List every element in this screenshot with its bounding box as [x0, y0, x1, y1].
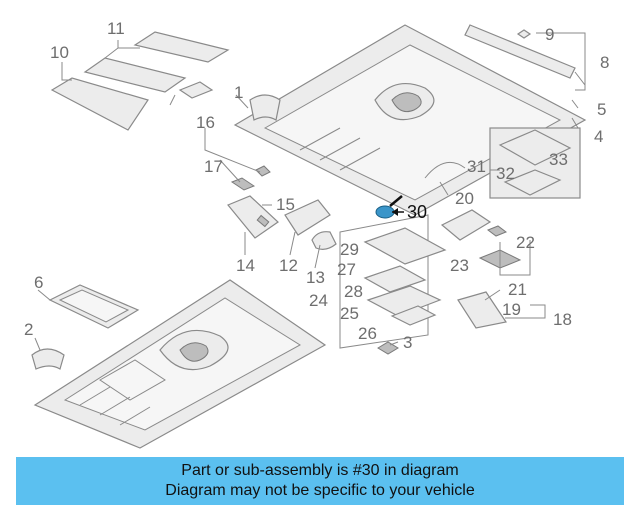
- callout-31: 31: [467, 157, 486, 176]
- callout-17: 17: [204, 157, 223, 176]
- callout-14: 14: [236, 256, 255, 275]
- callout-30: 30: [407, 202, 427, 222]
- info-banner: Part or sub-assembly is #30 in diagram D…: [16, 457, 624, 505]
- callout-26: 26: [358, 324, 377, 343]
- callout-1: 1: [234, 83, 243, 102]
- callout-12: 12: [279, 256, 298, 275]
- callout-22: 22: [516, 233, 535, 252]
- part-14-sun-visor: [227, 195, 279, 239]
- callout-27: 27: [337, 260, 356, 279]
- part-11-panel: [83, 57, 187, 93]
- part-13-vent: [311, 231, 337, 250]
- callout-28: 28: [344, 282, 363, 301]
- callout-18: 18: [553, 310, 572, 329]
- part-2-grab-handle: [31, 348, 65, 370]
- callout-21: 21: [508, 280, 527, 299]
- part-10-panel: [50, 77, 149, 131]
- banner-line-2: Diagram may not be specific to your vehi…: [165, 482, 475, 499]
- callout-19: 19: [502, 300, 521, 319]
- callout-16: 16: [196, 113, 215, 132]
- callout-29: 29: [340, 240, 359, 259]
- callout-25: 25: [340, 304, 359, 323]
- parts-diagram: 11 10 1 9 8 5 4 16 17 15 14 12 13 31 32 …: [24, 19, 609, 449]
- callout-20: 20: [455, 189, 474, 208]
- part-12-lamp: [284, 199, 331, 236]
- part-32-console: [498, 129, 572, 166]
- callout-10: 10: [50, 43, 69, 62]
- lower-headliner: [33, 279, 327, 449]
- callout-13: 13: [306, 268, 325, 287]
- callout-32: 32: [496, 164, 515, 183]
- callout-11: 11: [107, 19, 125, 38]
- banner-line-1: Part or sub-assembly is #30 in diagram: [181, 462, 459, 479]
- leader-lines: [34, 32, 586, 351]
- callout-33: 33: [549, 150, 568, 169]
- callout-2: 2: [24, 320, 33, 339]
- overhead-console-group: [339, 214, 447, 355]
- callout-6: 6: [34, 273, 43, 292]
- callout-24: 24: [309, 291, 328, 310]
- callout-8: 8: [600, 53, 609, 72]
- part-30-highlighted: [375, 195, 404, 219]
- callout-5: 5: [597, 100, 606, 119]
- callout-4: 4: [594, 127, 603, 146]
- callout-23: 23: [450, 256, 469, 275]
- part-1-grab-handle: [249, 94, 281, 121]
- callout-15: 15: [276, 195, 295, 214]
- callout-3: 3: [403, 333, 412, 352]
- callout-9: 9: [545, 25, 554, 44]
- part-9-strip: [464, 24, 576, 79]
- callout-numbers: 11 10 1 9 8 5 4 16 17 15 14 12 13 31 32 …: [24, 19, 609, 352]
- part-18-cover: [457, 291, 507, 329]
- part-23-lamp: [440, 209, 492, 241]
- part-20-handle: [424, 161, 466, 179]
